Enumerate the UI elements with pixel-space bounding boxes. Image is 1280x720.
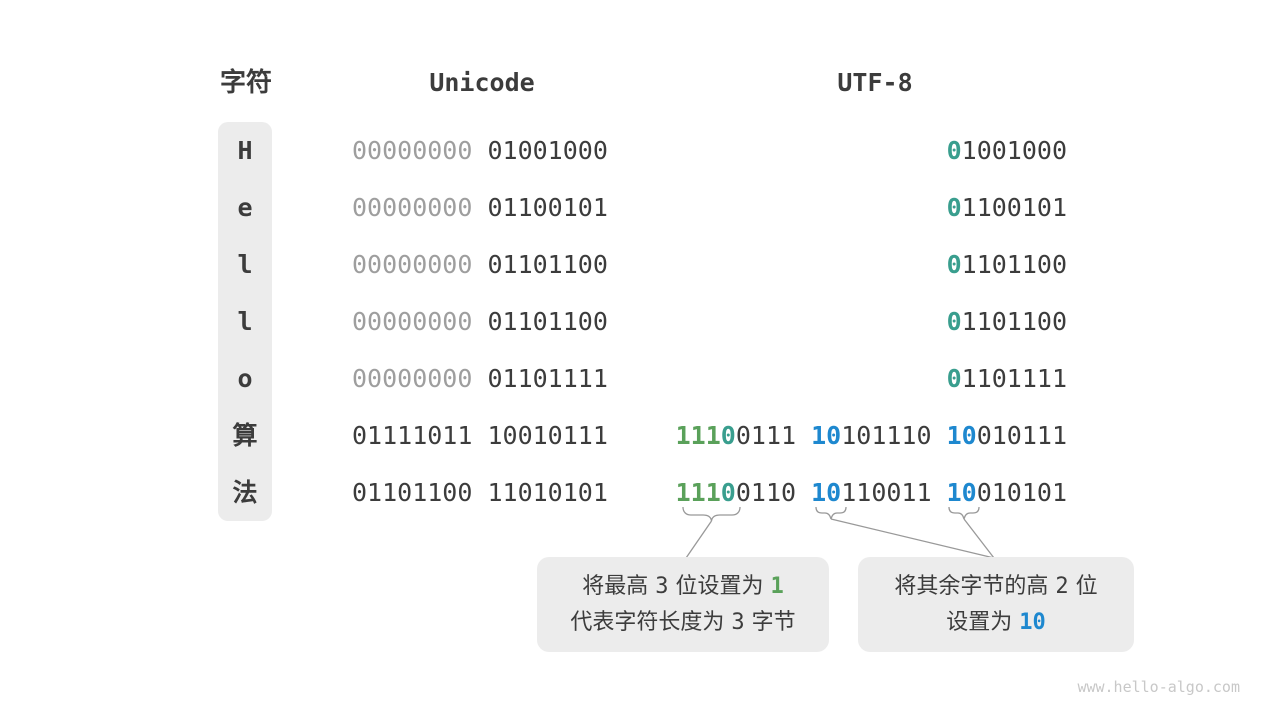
- text-segment: 111: [675, 478, 721, 507]
- unicode-cell: 00000000 01001000: [352, 122, 632, 179]
- connector-line-mid: [830, 518, 995, 559]
- text-segment: 00000000: [352, 307, 488, 336]
- text-segment: 00000000: [352, 136, 488, 165]
- character-cell: 法: [232, 478, 258, 507]
- text-segment: 00000000: [352, 250, 488, 279]
- text-segment: 1: [770, 573, 784, 599]
- character-cell: H: [237, 136, 253, 165]
- unicode-cell: 01111011 10010111: [352, 407, 632, 464]
- text-segment: 0: [720, 421, 736, 450]
- watermark: www.hello-algo.com: [1077, 678, 1240, 696]
- utf8-cell: 01101100: [667, 236, 1067, 293]
- callout-leading-bits-line1: 将最高 3 位设置为 1: [537, 569, 829, 605]
- callout-continuation-bits: 将其余字节的高 2 位 设置为 10: [858, 557, 1134, 652]
- text-segment: 1101111: [961, 364, 1067, 393]
- text-segment: 10: [946, 478, 977, 507]
- connector-line-right: [963, 518, 995, 559]
- text-segment: 110011: [841, 478, 947, 507]
- text-segment: 1101100: [961, 250, 1067, 279]
- text-segment: 0: [946, 193, 962, 222]
- callout-continuation-bits-line2: 设置为 10: [858, 605, 1134, 641]
- text-segment: 0: [946, 136, 962, 165]
- text-segment: 010111: [976, 421, 1067, 450]
- text-segment: 01101100 11010101: [352, 478, 608, 507]
- text-segment: 10: [811, 421, 842, 450]
- text-segment: 代表字符长度为: [570, 609, 732, 635]
- text-segment: 01101100: [487, 307, 608, 336]
- utf8-cell: 01101111: [667, 350, 1067, 407]
- text-segment: 01100101: [487, 193, 608, 222]
- text-segment: 101110: [841, 421, 947, 450]
- text-segment: 10: [1019, 609, 1046, 635]
- text-segment: 10: [946, 421, 977, 450]
- unicode-cell: 00000000 01101100: [352, 293, 632, 350]
- utf8-cell: 01001000: [667, 122, 1067, 179]
- unicode-cell: 00000000 01101111: [352, 350, 632, 407]
- text-segment: 1100101: [961, 193, 1067, 222]
- column-header-unicode: Unicode: [429, 68, 535, 97]
- character-cell: o: [237, 364, 253, 393]
- text-segment: 111: [675, 421, 721, 450]
- character-cell: l: [237, 250, 253, 279]
- unicode-cell: 00000000 01100101: [352, 179, 632, 236]
- callout-continuation-bits-line1: 将其余字节的高 2 位: [858, 569, 1134, 605]
- text-segment: 10: [811, 478, 842, 507]
- utf8-cell: 01101100: [667, 293, 1067, 350]
- text-segment: 位: [1068, 573, 1098, 599]
- text-segment: 010101: [976, 478, 1067, 507]
- text-segment: 0: [946, 364, 962, 393]
- callout-leading-bits: 将最高 3 位设置为 1 代表字符长度为 3 字节: [537, 557, 829, 652]
- text-segment: 00000000: [352, 193, 488, 222]
- character-cell: e: [237, 193, 253, 222]
- text-segment: 01111011 10010111: [352, 421, 608, 450]
- unicode-cell: 00000000 01101100: [352, 236, 632, 293]
- text-segment: 3: [731, 609, 745, 635]
- character-cell: 算: [232, 421, 258, 450]
- connector-line-left: [685, 520, 713, 559]
- text-segment: 2: [1055, 573, 1069, 599]
- callout-leading-bits-line2: 代表字符长度为 3 字节: [537, 605, 829, 641]
- text-segment: 0: [720, 478, 736, 507]
- text-segment: 设置为: [946, 609, 1020, 635]
- text-segment: 字节: [744, 609, 796, 635]
- text-segment: 0: [946, 307, 962, 336]
- text-segment: 0110: [735, 478, 812, 507]
- text-segment: 01001000: [487, 136, 608, 165]
- unicode-cell: 01101100 11010101: [352, 464, 632, 521]
- column-header-character: 字符: [219, 68, 272, 98]
- utf8-cell: 11100111 10101110 10010111: [667, 407, 1067, 464]
- text-segment: 1001000: [961, 136, 1067, 165]
- column-header-utf8: UTF-8: [837, 68, 913, 97]
- text-segment: 01101111: [487, 364, 608, 393]
- utf8-cell: 01100101: [667, 179, 1067, 236]
- text-segment: 00000000: [352, 364, 488, 393]
- text-segment: 位设置为: [668, 573, 771, 599]
- text-segment: 01101100: [487, 250, 608, 279]
- text-segment: 0: [946, 250, 962, 279]
- character-cell: l: [237, 307, 253, 336]
- text-segment: 0111: [735, 421, 812, 450]
- utf8-cell: 11100110 10110011 10010101: [667, 464, 1067, 521]
- text-segment: 1101100: [961, 307, 1067, 336]
- text-segment: 将其余字节的高: [894, 573, 1056, 599]
- text-segment: 3: [655, 573, 669, 599]
- text-segment: 将最高: [582, 573, 656, 599]
